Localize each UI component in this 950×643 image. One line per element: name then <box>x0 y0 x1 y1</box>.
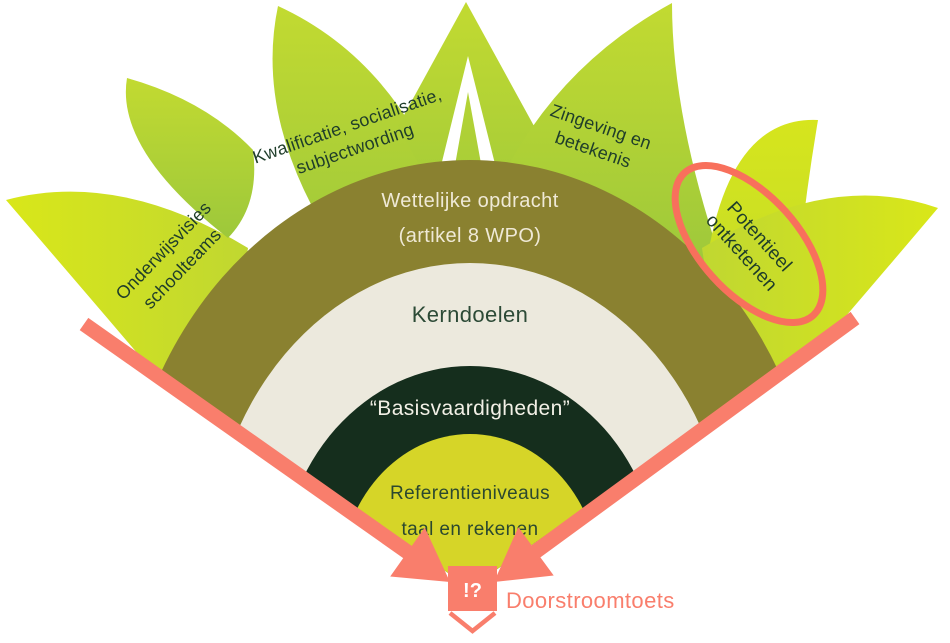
petal-zingeving <box>505 3 725 272</box>
label-wettelijke-opdracht-line1: Wettelijke opdracht <box>381 190 558 212</box>
doorstroomtoets-group: !? Doorstroomtoets <box>448 566 675 634</box>
left-arrow-icon <box>79 317 450 582</box>
petal-left-small <box>125 78 255 238</box>
arrows-layer <box>79 311 860 582</box>
label-wettelijke-opdracht-line2: (artikel 8 WPO) <box>399 225 542 247</box>
petal-center-notch <box>437 56 499 182</box>
doorstroomtoets-label: Doorstroomtoets <box>506 588 675 613</box>
label-kerndoelen: Kerndoelen <box>412 302 529 327</box>
badge-tail-icon <box>448 611 497 634</box>
annotation-circle-icon <box>671 161 827 327</box>
petal-center-diamond <box>398 2 534 252</box>
label-referentieniveaus-line2: taal en rekenen <box>402 519 539 540</box>
right-arrow-icon <box>494 311 860 582</box>
label-basisvaardigheden: “Basisvaardigheden” <box>370 397 570 420</box>
badge-label: !? <box>463 580 482 602</box>
badge-square <box>448 566 497 611</box>
label-referentieniveaus-line1: Referentieniveaus <box>390 483 550 504</box>
